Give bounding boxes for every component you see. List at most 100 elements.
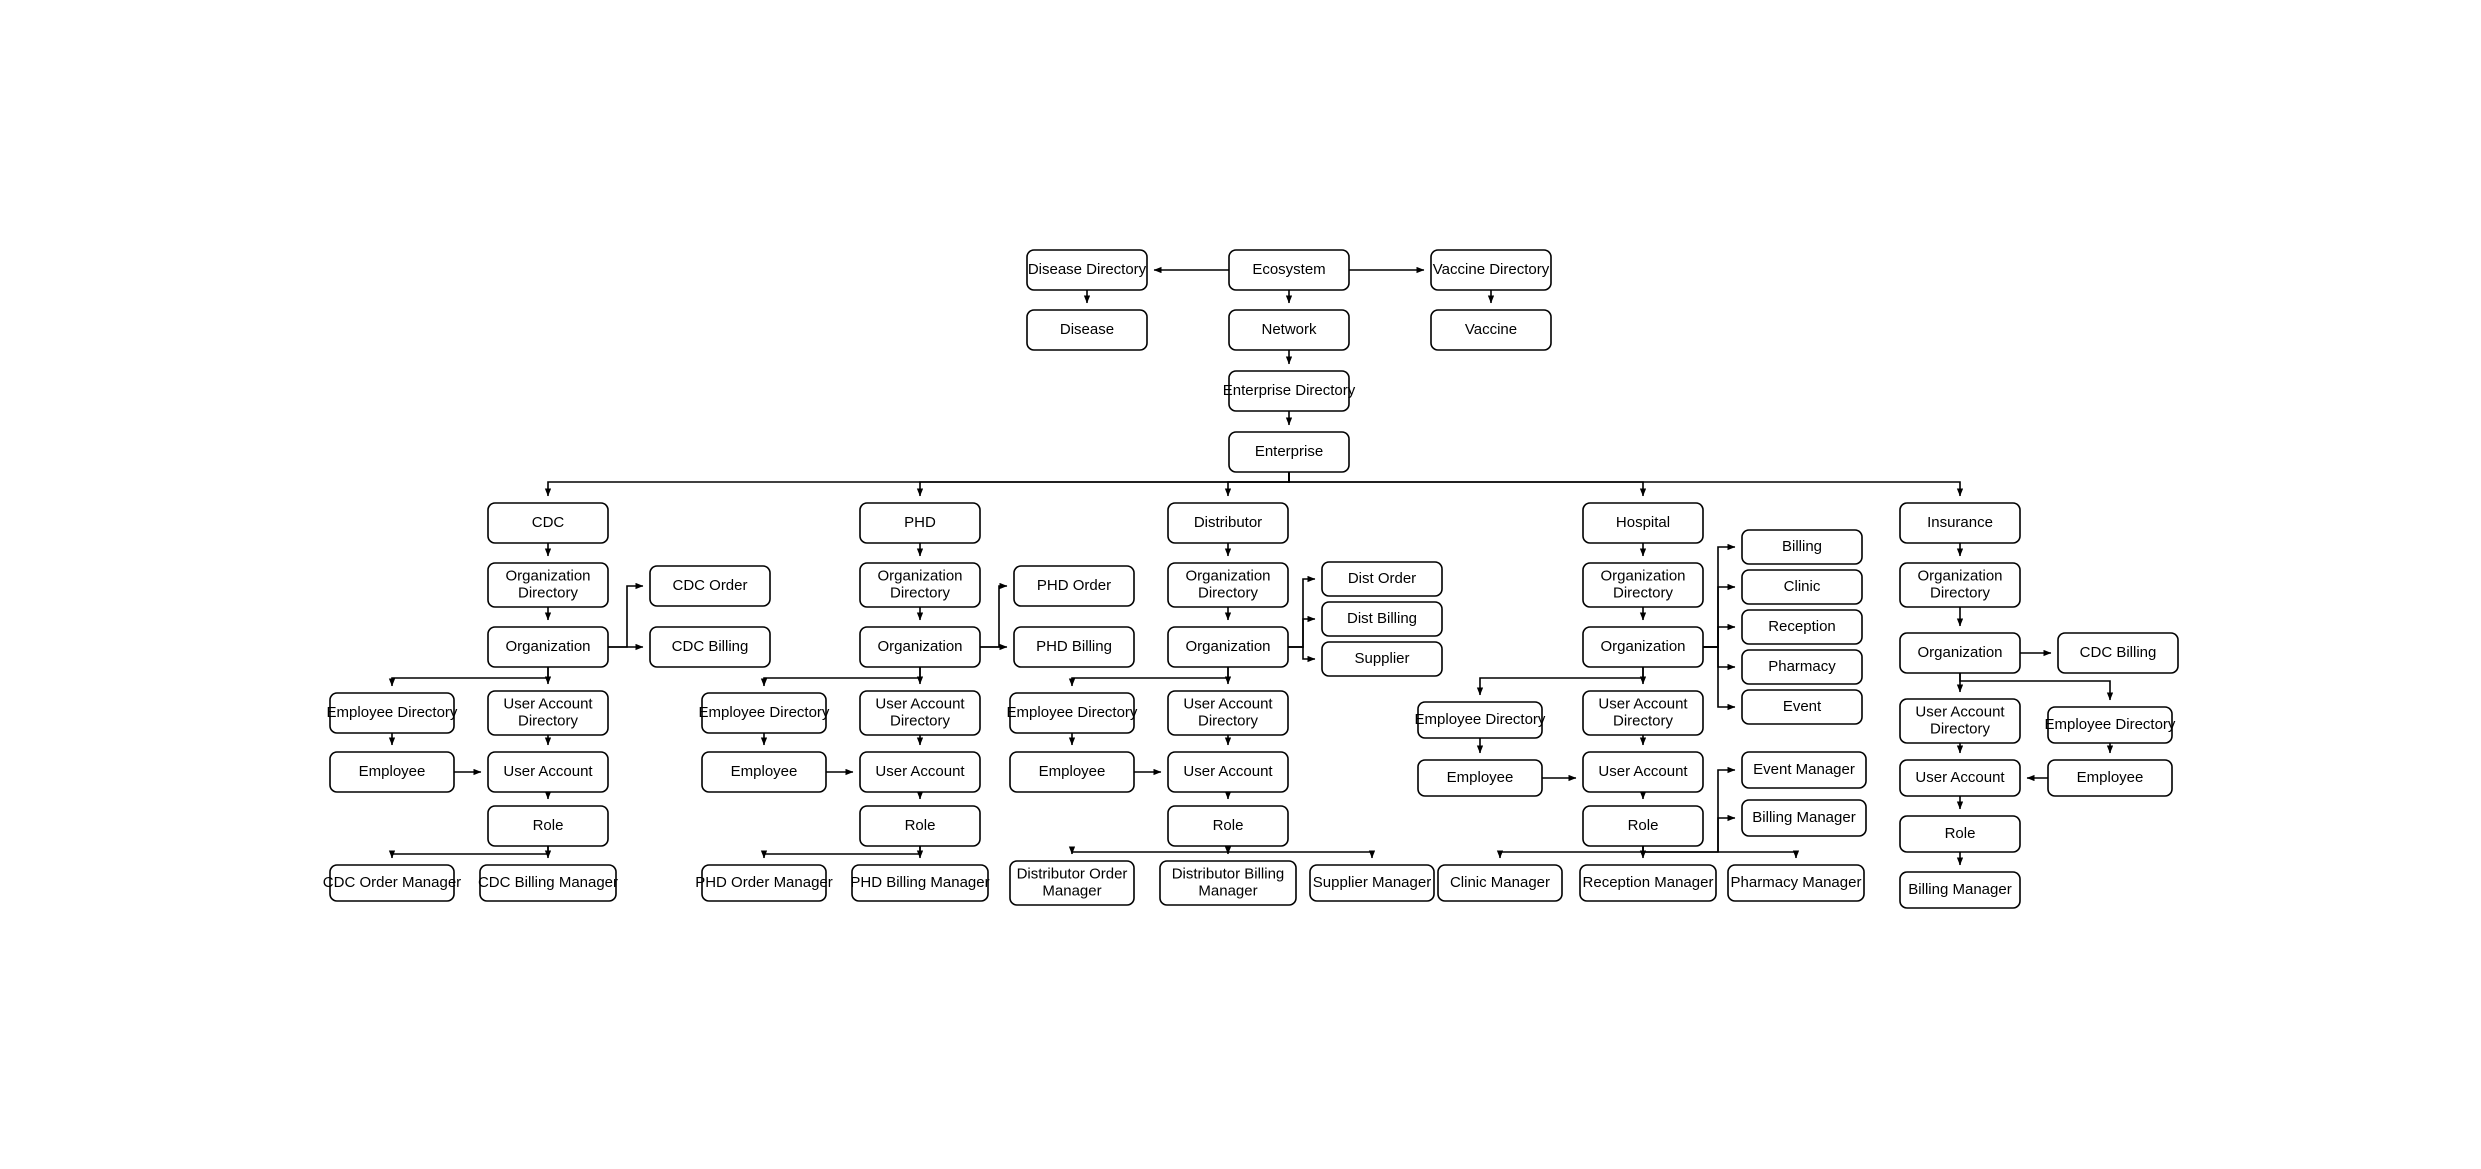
node-box <box>1582 690 1704 736</box>
node-box <box>487 502 609 544</box>
node-box <box>1167 690 1289 736</box>
node-disease-directory[interactable]: Disease Directory <box>1026 249 1148 291</box>
node-cdc-order-mgr[interactable]: CDC Order Manager <box>323 864 461 902</box>
node-box <box>1582 626 1704 668</box>
node-box <box>1582 805 1704 847</box>
node-ins-emp-dir[interactable]: Employee Directory <box>2045 706 2176 744</box>
node-enterprise-directory[interactable]: Enterprise Directory <box>1223 370 1356 412</box>
node-hosp-billing-mgr[interactable]: Billing Manager <box>1741 799 1867 837</box>
node-hosp-ua[interactable]: User Account <box>1582 751 1704 793</box>
node-cdc-order[interactable]: CDC Order <box>649 565 771 607</box>
node-hospital[interactable]: Hospital <box>1582 502 1704 544</box>
node-box <box>1430 249 1552 291</box>
node-dist-supplier[interactable]: Supplier <box>1321 641 1443 677</box>
node-phd-org[interactable]: Organization <box>859 626 981 668</box>
node-vaccine[interactable]: Vaccine <box>1430 309 1552 351</box>
node-ecosystem[interactable]: Ecosystem <box>1228 249 1350 291</box>
node-phd-billing-mgr[interactable]: PHD Billing Manager <box>850 864 990 902</box>
node-dist-order[interactable]: Dist Order <box>1321 561 1443 597</box>
node-vaccine-directory[interactable]: Vaccine Directory <box>1430 249 1552 291</box>
edge-phd_role-to-phd_order_mgr <box>760 846 921 859</box>
node-reception-mgr[interactable]: Reception Manager <box>1579 864 1717 902</box>
node-cdc-ua[interactable]: User Account <box>487 751 609 793</box>
node-dist-ua[interactable]: User Account <box>1167 751 1289 793</box>
node-ins-org[interactable]: Organization <box>1899 632 2021 674</box>
node-phd-billing[interactable]: PHD Billing <box>1013 626 1135 668</box>
node-box <box>1167 502 1289 544</box>
node-cdc-emp-dir[interactable]: Employee Directory <box>327 692 458 734</box>
node-box <box>2057 632 2179 674</box>
node-ins-emp[interactable]: Employee <box>2047 759 2173 797</box>
node-dist-emp[interactable]: Employee <box>1009 751 1135 793</box>
node-phd-ua[interactable]: User Account <box>859 751 981 793</box>
node-dist-emp-dir[interactable]: Employee Directory <box>1007 692 1138 734</box>
edge-hosp_org-to-hosp_billing <box>1703 543 1736 648</box>
node-distributor[interactable]: Distributor <box>1167 502 1289 544</box>
node-box <box>1321 641 1443 677</box>
node-clinic-mgr[interactable]: Clinic Manager <box>1437 864 1563 902</box>
node-enterprise[interactable]: Enterprise <box>1228 431 1350 473</box>
edge-dist_org-to-dist_order <box>1288 575 1316 648</box>
node-cdc-billing-mgr[interactable]: CDC Billing Manager <box>478 864 618 902</box>
node-dist-org[interactable]: Organization <box>1167 626 1289 668</box>
node-ins-ua[interactable]: User Account <box>1899 759 2021 797</box>
edge-dist_org-to-dist_supplier <box>1288 646 1316 663</box>
node-cdc-role[interactable]: Role <box>487 805 609 847</box>
node-phd-emp[interactable]: Employee <box>701 751 827 793</box>
node-hosp-billing[interactable]: Billing <box>1741 529 1863 565</box>
node-cdc-org[interactable]: Organization <box>487 626 609 668</box>
node-box <box>1321 561 1443 597</box>
node-hosp-clinic[interactable]: Clinic <box>1741 569 1863 605</box>
node-phd[interactable]: PHD <box>859 502 981 544</box>
node-hosp-pharmacy[interactable]: Pharmacy <box>1741 649 1863 685</box>
node-hosp-emp-dir[interactable]: Employee Directory <box>1415 701 1546 739</box>
node-box <box>1009 692 1135 734</box>
node-hosp-org[interactable]: Organization <box>1582 626 1704 668</box>
edge-cdc_role-to-cdc_order_mgr <box>388 846 549 859</box>
node-box <box>1582 562 1704 608</box>
node-hosp-reception[interactable]: Reception <box>1741 609 1863 645</box>
node-ins-billing-mgr[interactable]: Billing Manager <box>1899 871 2021 909</box>
node-box <box>1899 759 2021 797</box>
node-phd-order-mgr[interactable]: PHD Order Manager <box>695 864 833 902</box>
node-phd-role[interactable]: Role <box>859 805 981 847</box>
node-box <box>1899 632 2021 674</box>
node-box <box>329 692 455 734</box>
node-box <box>851 864 989 902</box>
node-dist-billing[interactable]: Dist Billing <box>1321 601 1443 637</box>
node-box <box>1228 249 1350 291</box>
node-cdc-emp[interactable]: Employee <box>329 751 455 793</box>
node-pharmacy-mgr[interactable]: Pharmacy Manager <box>1727 864 1865 902</box>
node-hosp-role[interactable]: Role <box>1582 805 1704 847</box>
node-cdc-billing[interactable]: CDC Billing <box>649 626 771 668</box>
node-phd-emp-dir[interactable]: Employee Directory <box>699 692 830 734</box>
edge-dist_org-to-dist_emp_dir <box>1068 667 1229 687</box>
edge-hosp_role-to-hosp_billing_mgr <box>1717 814 1736 852</box>
node-hosp-emp[interactable]: Employee <box>1417 759 1543 797</box>
node-ins-role[interactable]: Role <box>1899 815 2021 853</box>
node-cdc[interactable]: CDC <box>487 502 609 544</box>
node-hosp-event-mgr[interactable]: Event Manager <box>1741 751 1867 789</box>
node-hosp-event[interactable]: Event <box>1741 689 1863 725</box>
node-ins-cdc-billing[interactable]: CDC Billing <box>2057 632 2179 674</box>
node-phd-order[interactable]: PHD Order <box>1013 565 1135 607</box>
node-supplier-mgr[interactable]: Supplier Manager <box>1309 864 1435 902</box>
node-box <box>487 690 609 736</box>
node-disease[interactable]: Disease <box>1026 309 1148 351</box>
node-dist-role[interactable]: Role <box>1167 805 1289 847</box>
node-network[interactable]: Network <box>1228 309 1350 351</box>
node-insurance[interactable]: Insurance <box>1899 502 2021 544</box>
node-box <box>859 562 981 608</box>
